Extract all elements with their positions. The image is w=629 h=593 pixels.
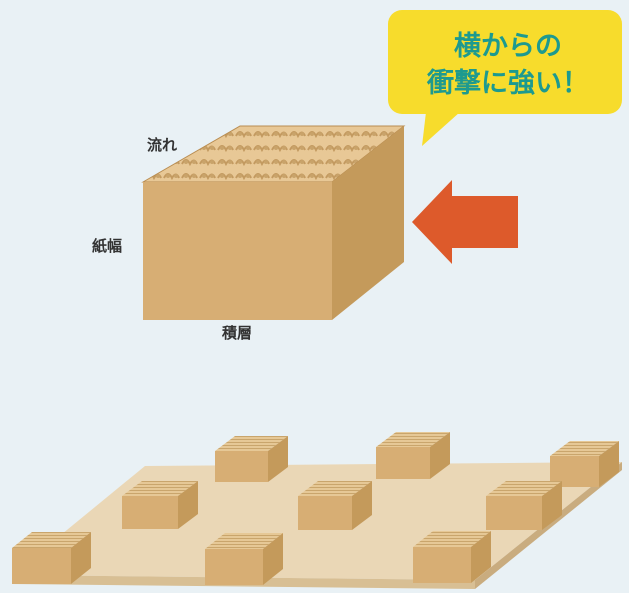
support-block (205, 533, 283, 585)
support-block (550, 441, 619, 487)
callout-line-1: 横からの (454, 31, 562, 62)
speech-bubble (388, 10, 622, 146)
callout-line-2: 衝撃に強い！ (427, 68, 589, 100)
support-block (122, 481, 198, 529)
pallet-deck-side (475, 462, 622, 589)
callout-text: 横からの 衝撃に強い！ (392, 28, 624, 103)
support-block (215, 436, 288, 482)
support-block (298, 481, 372, 530)
support-block (413, 531, 491, 583)
paper-width-label: 紙幅 (92, 237, 123, 255)
stacking-label: 積層 (222, 324, 253, 342)
paper-pallet (12, 432, 622, 589)
honeycomb-block (141, 125, 406, 320)
support-block (486, 481, 562, 530)
support-block (376, 432, 450, 479)
flow-direction-label: 流れ (147, 136, 178, 154)
block-front (143, 182, 332, 320)
impact-arrow-icon (412, 180, 518, 264)
support-block (12, 532, 91, 584)
block-side (332, 126, 404, 320)
